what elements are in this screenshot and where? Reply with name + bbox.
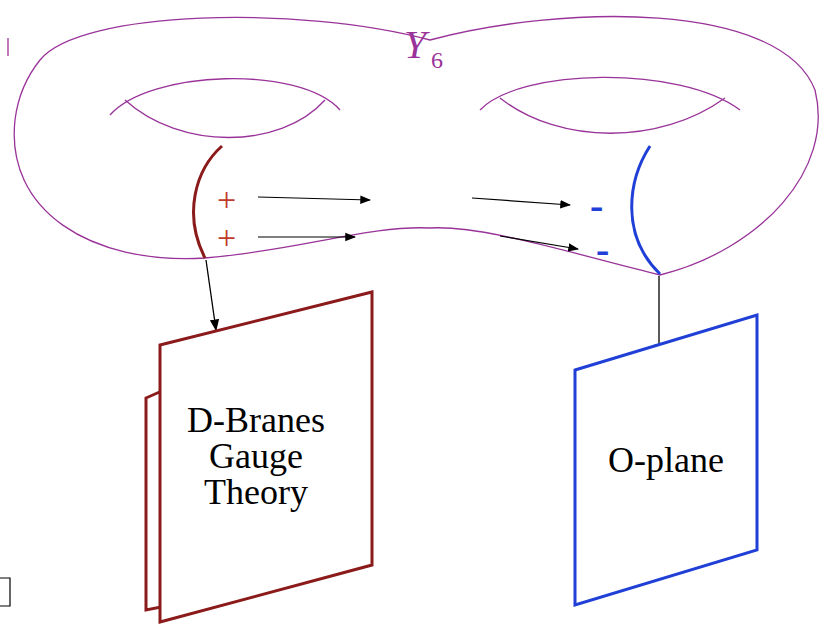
charge-sign: -	[596, 230, 609, 270]
charge-sign: +	[217, 183, 236, 217]
flux-arrow	[472, 198, 570, 205]
plane-label: O-plane	[608, 442, 724, 478]
charge-sign: +	[217, 221, 236, 255]
plane-text-group: O-plane	[608, 442, 724, 478]
plane-node: D-Branes Gauge Theory	[140, 285, 380, 627]
manifold-label: 6	[431, 48, 443, 72]
plane-node: O-plane	[570, 310, 762, 610]
charge-sign: -	[590, 186, 603, 226]
manifold-label: Y	[404, 25, 426, 65]
edge-fragment	[0, 578, 10, 606]
oplane-cycle	[632, 146, 660, 274]
pointer-arrow	[206, 260, 216, 330]
plane-text-group: D-Branes Gauge Theory	[161, 402, 351, 510]
torus-hole	[110, 79, 340, 115]
brane-plane-front	[160, 292, 372, 622]
torus-hole	[500, 98, 725, 133]
edge-fragment	[7, 38, 8, 56]
flux-arrow	[258, 236, 355, 237]
torus-outline	[14, 17, 818, 275]
torus-hole	[480, 77, 740, 110]
flux-arrow	[500, 236, 578, 249]
flux-arrow	[258, 197, 370, 200]
plane-label: D-Branes Gauge Theory	[161, 402, 351, 510]
orientifold-plane	[575, 315, 757, 605]
torus-hole	[125, 100, 325, 138]
